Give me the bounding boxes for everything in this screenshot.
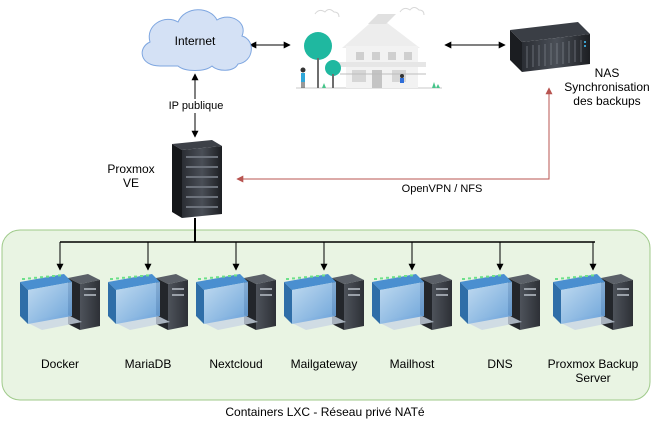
group-label: Containers LXC - Réseau privé NATé	[225, 405, 425, 419]
edge-vpn-nas-proxmox	[236, 87, 553, 183]
container-label-dns: DNS	[445, 357, 555, 371]
container-icon-nextcloud	[196, 274, 276, 330]
container-label-mariadb: MariaDB	[93, 357, 203, 371]
container-icon-dns	[460, 274, 540, 330]
nas-device-icon	[510, 22, 590, 72]
container-icon-mailgateway	[284, 274, 364, 330]
internet-cloud-icon	[141, 9, 252, 71]
nas-label-line3: des backups	[573, 94, 641, 108]
container-label-line: Mailgateway	[290, 357, 358, 371]
proxmox-label-line2: VE	[122, 176, 139, 190]
container-icon-mailhost	[372, 274, 452, 330]
openvpn-label: OpenVPN / NFS	[401, 183, 483, 195]
container-label-line: Docker	[40, 357, 79, 371]
container-icon-docker	[20, 274, 100, 330]
container-label-line: MariaDB	[124, 357, 172, 371]
ip-publique-label: IP publique	[163, 99, 229, 113]
internet-label: Internet	[174, 34, 216, 48]
container-label-nextcloud: Nextcloud	[181, 357, 291, 371]
container-label-line: Server	[575, 371, 611, 385]
container-label-line: Nextcloud	[209, 357, 263, 371]
container-icon-mariadb	[108, 274, 188, 330]
container-label-docker: Docker	[5, 357, 115, 371]
proxmox-label: Proxmox VE	[104, 162, 158, 190]
container-label-line: Mailhost	[389, 357, 435, 371]
house-icon	[296, 7, 442, 89]
nas-label: NAS Synchronisation des backups	[560, 66, 653, 108]
container-label-mailgateway: Mailgateway	[269, 357, 379, 371]
proxmox-label-line1: Proxmox	[107, 162, 155, 176]
container-label-line: DNS	[487, 357, 513, 371]
nas-label-line2: Synchronisation	[564, 80, 650, 94]
container-drop-lines	[56, 242, 597, 271]
container-label-line: Proxmox Backup	[547, 357, 639, 371]
container-icon-proxmox-backup-server	[553, 274, 633, 330]
container-label-mailhost: Mailhost	[357, 357, 467, 371]
nas-label-line1: NAS	[594, 66, 620, 80]
proxmox-server-icon	[172, 140, 222, 218]
